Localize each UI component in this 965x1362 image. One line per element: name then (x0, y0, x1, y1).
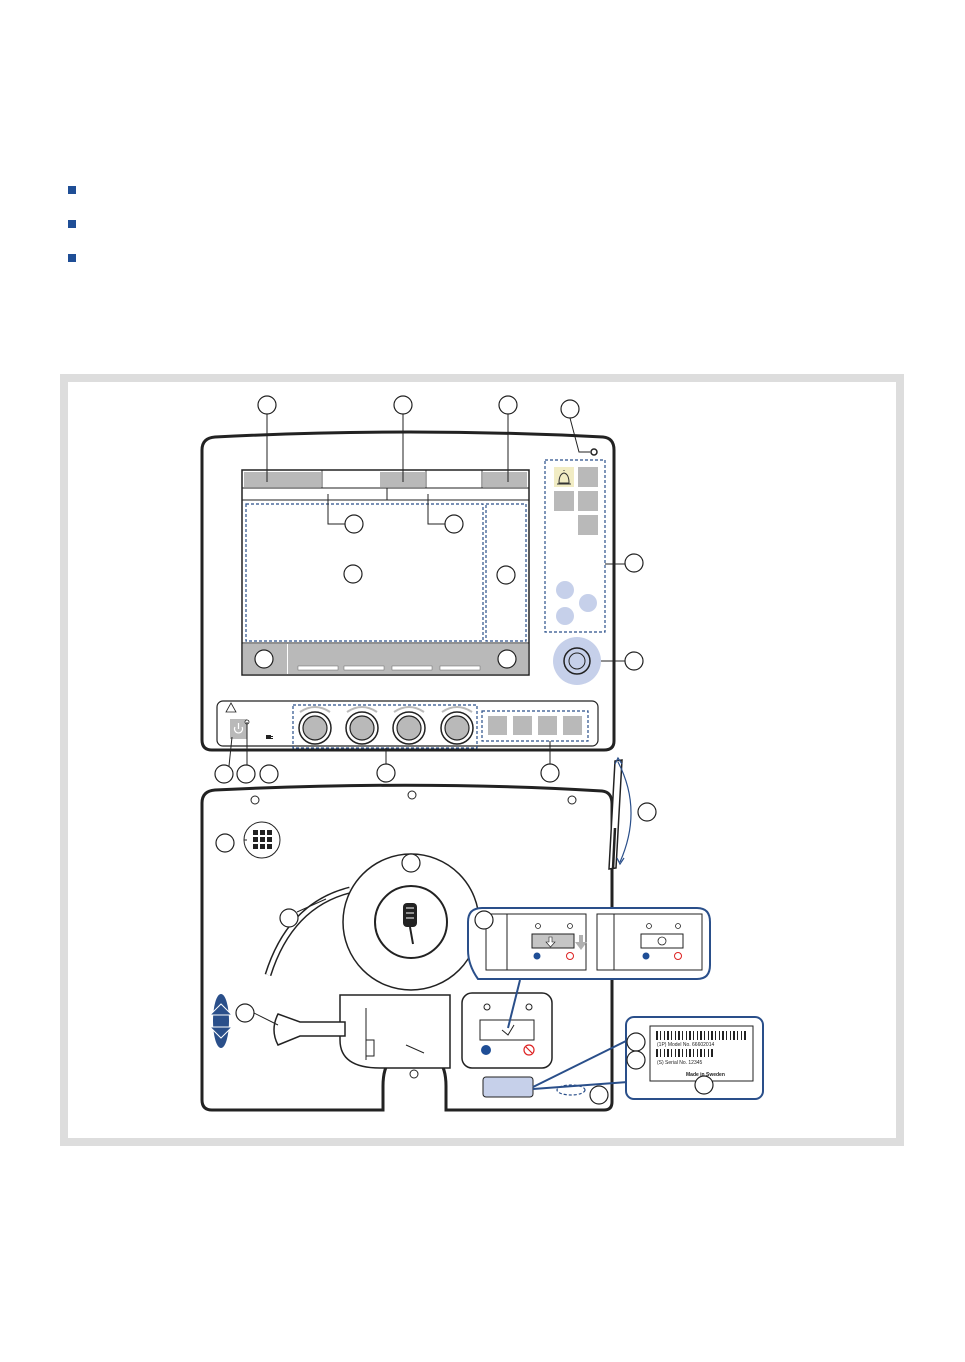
callout-marker (561, 400, 579, 418)
callout-marker (590, 1086, 608, 1104)
screw-hole (251, 796, 259, 804)
callout-marker (498, 650, 516, 668)
callout-marker (625, 652, 643, 670)
expiratory-cassette (340, 995, 450, 1068)
serial-number-text: (S) Serial No. 12345 (657, 1060, 703, 1066)
callout-marker (627, 1051, 645, 1069)
direct-function-key[interactable] (563, 716, 582, 735)
direct-function-key[interactable] (538, 716, 557, 735)
latch-detail-open (486, 914, 587, 970)
round-key[interactable] (556, 607, 574, 625)
rotary-knob[interactable] (299, 712, 331, 744)
patient-category-button[interactable] (244, 472, 321, 487)
direct-function-key[interactable] (513, 716, 532, 735)
callout-marker (499, 396, 517, 414)
callout-marker (625, 554, 643, 572)
round-key[interactable] (579, 594, 597, 612)
direct-function-key[interactable] (488, 716, 507, 735)
fixed-key[interactable] (578, 515, 598, 535)
status-button[interactable] (483, 472, 527, 487)
screw-hole (410, 1070, 418, 1078)
callout-marker (377, 764, 395, 782)
callout-marker (215, 765, 233, 783)
callout-marker (345, 515, 363, 533)
label-plate (483, 1077, 533, 1097)
fixed-key[interactable] (578, 467, 598, 487)
callout-marker (394, 396, 412, 414)
callout-marker (258, 396, 276, 414)
callout-marker (344, 565, 362, 583)
callout-marker (402, 854, 420, 872)
callout-marker (216, 834, 234, 852)
callout-marker (475, 911, 493, 929)
lung-icon (481, 1045, 491, 1055)
callout-marker (638, 803, 656, 821)
rotary-knob[interactable] (441, 712, 473, 744)
callout-marker (236, 1004, 254, 1022)
callout-marker (497, 566, 515, 584)
rotary-knob[interactable] (393, 712, 425, 744)
callout-marker (237, 765, 255, 783)
callout-marker (280, 909, 298, 927)
screw-hole (568, 796, 576, 804)
round-key[interactable] (556, 581, 574, 599)
side-handle (609, 758, 631, 869)
callout-marker (260, 765, 278, 783)
callout-marker (695, 1076, 713, 1094)
callout-marker (627, 1033, 645, 1051)
alarm-indicator-led (591, 449, 597, 455)
fixed-key[interactable] (554, 491, 574, 511)
keypad-grid-icon (253, 830, 272, 849)
callout-marker (445, 515, 463, 533)
callout-marker (541, 764, 559, 782)
rotary-knob[interactable] (346, 712, 378, 744)
screw-hole (408, 791, 416, 799)
callout-marker (255, 650, 273, 668)
latch-detail-locked (597, 914, 702, 970)
fixed-key[interactable] (578, 491, 598, 511)
model-number-text: (1P) Model No. 66602014 (657, 1042, 714, 1048)
